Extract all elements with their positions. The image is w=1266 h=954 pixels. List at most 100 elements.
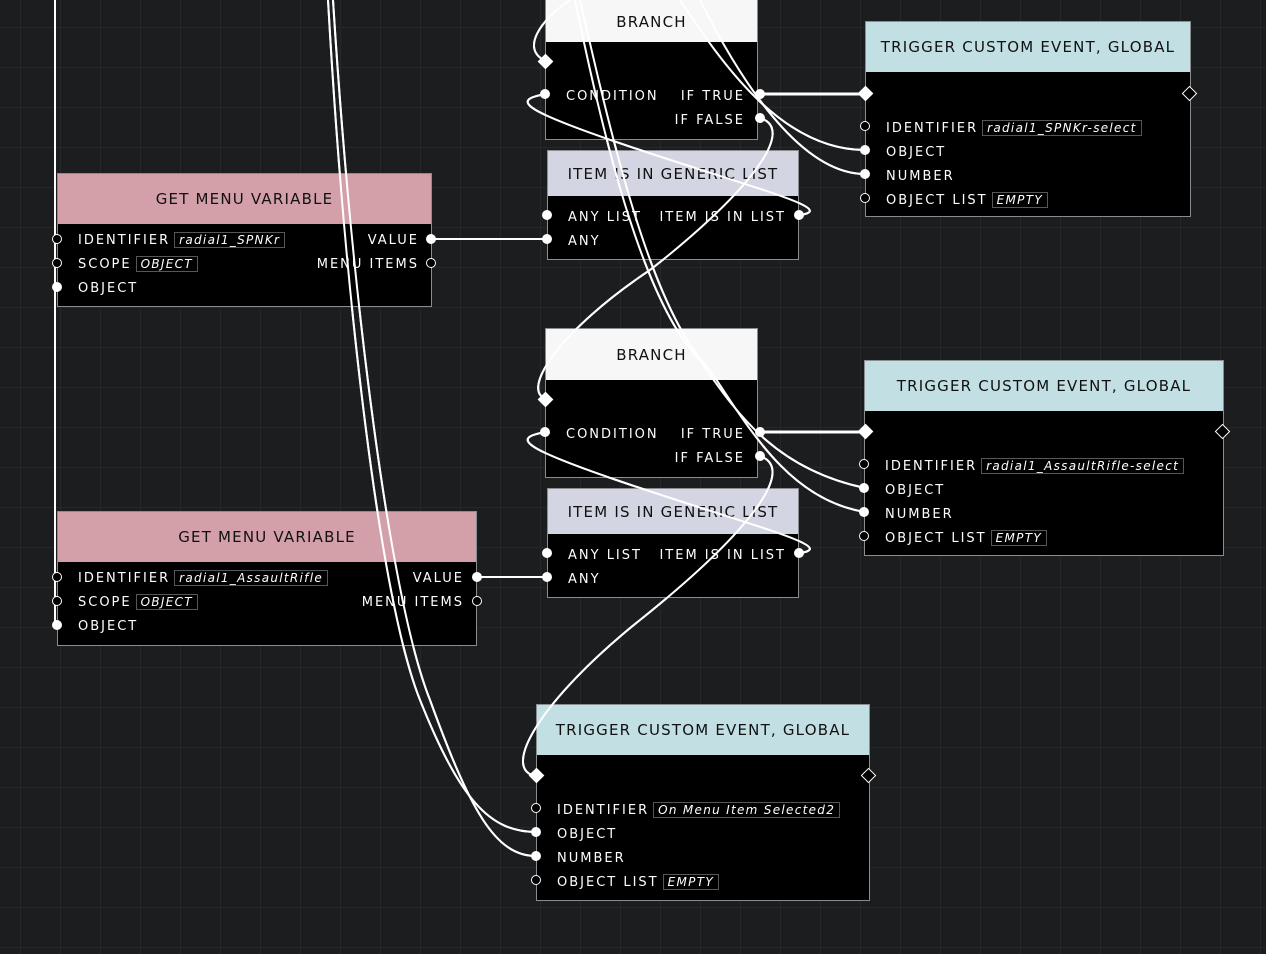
item-list-node-1-title: ITEM IS IN GENERIC LIST xyxy=(567,164,779,183)
getvar2-scope-value[interactable]: OBJECT xyxy=(135,594,198,610)
trigger-node-1-header[interactable]: TRIGGER CUSTOM EVENT, GLOBAL xyxy=(866,22,1190,72)
trigger1-identifier-pin[interactable] xyxy=(860,121,870,131)
trigger2-object-list-pin[interactable] xyxy=(859,531,869,541)
trigger3-object-list-row: OBJECT LIST EMPTY xyxy=(557,872,719,892)
trigger2-object-list-value[interactable]: EMPTY xyxy=(990,530,1047,546)
trigger-node-1[interactable]: TRIGGER CUSTOM EVENT, GLOBAL IDENTIFIER … xyxy=(865,21,1191,217)
trigger2-object-label: OBJECT xyxy=(885,482,946,498)
getvar2-identifier-row: IDENTIFIER radial1_AssaultRifle xyxy=(78,568,329,588)
branch1-if-true-label: IF TRUE xyxy=(680,88,745,104)
branch1-if-false-label: IF FALSE xyxy=(674,112,745,128)
trigger1-object-label: OBJECT xyxy=(886,144,947,160)
item-list1-any-pin[interactable] xyxy=(542,234,552,244)
getvar2-identifier-pin[interactable] xyxy=(52,572,62,582)
get-menu-variable-node-2-title: GET MENU VARIABLE xyxy=(178,528,356,546)
trigger2-number-pin[interactable] xyxy=(859,507,869,517)
branch-node-1[interactable]: BRANCH CONDITION IF TRUE IF FALSE xyxy=(545,0,758,140)
getvar1-identifier-row: IDENTIFIER radial1_SPNKr xyxy=(78,230,286,250)
trigger1-number-pin[interactable] xyxy=(860,169,870,179)
trigger-node-3[interactable]: TRIGGER CUSTOM EVENT, GLOBAL IDENTIFIER … xyxy=(536,704,870,901)
getvar1-identifier-pin[interactable] xyxy=(52,234,62,244)
getvar2-identifier-value[interactable]: radial1_AssaultRifle xyxy=(174,570,329,586)
item-list-node-1[interactable]: ITEM IS IN GENERIC LIST ANY LIST ITEM IS… xyxy=(547,150,799,260)
get-menu-variable-node-1-header[interactable]: GET MENU VARIABLE xyxy=(58,174,431,224)
branch2-if-false-pin[interactable] xyxy=(755,451,765,461)
trigger-node-3-title: TRIGGER CUSTOM EVENT, GLOBAL xyxy=(555,721,851,739)
trigger3-identifier-value[interactable]: On Menu Item Selected2 xyxy=(653,802,841,818)
getvar1-scope-pin[interactable] xyxy=(52,258,62,268)
item-list2-any-pin[interactable] xyxy=(542,572,552,582)
item-list1-any-list-pin[interactable] xyxy=(542,210,552,220)
getvar2-menu-items-pin[interactable] xyxy=(472,596,482,606)
trigger1-identifier-label: IDENTIFIER xyxy=(886,120,979,136)
getvar1-value-pin[interactable] xyxy=(426,234,436,244)
get-menu-variable-node-2[interactable]: GET MENU VARIABLE IDENTIFIER radial1_Ass… xyxy=(57,511,477,646)
trigger3-object-pin[interactable] xyxy=(531,827,541,837)
trigger2-number-label: NUMBER xyxy=(885,506,954,522)
getvar2-object-pin[interactable] xyxy=(52,620,62,630)
branch1-if-false-pin[interactable] xyxy=(755,113,765,123)
getvar1-value-label: VALUE xyxy=(367,232,419,248)
trigger3-object-label: OBJECT xyxy=(557,826,618,842)
getvar2-scope-label: SCOPE xyxy=(78,594,132,610)
getvar2-identifier-label: IDENTIFIER xyxy=(78,570,171,586)
item-list-node-2-header[interactable]: ITEM IS IN GENERIC LIST xyxy=(548,489,798,534)
getvar1-scope-value[interactable]: OBJECT xyxy=(135,256,198,272)
wire-number-trigger3 xyxy=(332,0,537,857)
get-menu-variable-node-2-header[interactable]: GET MENU VARIABLE xyxy=(58,512,476,562)
item-list2-result-pin[interactable] xyxy=(794,548,804,558)
trigger2-object-list-row: OBJECT LIST EMPTY xyxy=(885,528,1047,548)
getvar1-object-pin[interactable] xyxy=(52,282,62,292)
getvar2-scope-row: SCOPE OBJECT xyxy=(78,592,198,612)
trigger-node-2[interactable]: TRIGGER CUSTOM EVENT, GLOBAL IDENTIFIER … xyxy=(864,360,1224,556)
trigger1-number-label: NUMBER xyxy=(886,168,955,184)
branch-node-2-header[interactable]: BRANCH xyxy=(546,329,757,380)
branch1-condition-pin[interactable] xyxy=(540,89,550,99)
trigger-node-2-header[interactable]: TRIGGER CUSTOM EVENT, GLOBAL xyxy=(865,361,1223,411)
item-list1-result-label: ITEM IS IN LIST xyxy=(659,209,786,225)
branch1-if-true-pin[interactable] xyxy=(755,89,765,99)
trigger1-identifier-row: IDENTIFIER radial1_SPNKr-select xyxy=(886,118,1142,138)
trigger1-identifier-value[interactable]: radial1_SPNKr-select xyxy=(982,120,1142,136)
item-list2-result-label: ITEM IS IN LIST xyxy=(659,547,786,563)
getvar1-menu-items-pin[interactable] xyxy=(426,258,436,268)
trigger2-identifier-pin[interactable] xyxy=(859,459,869,469)
item-list1-result-pin[interactable] xyxy=(794,210,804,220)
item-list-node-2[interactable]: ITEM IS IN GENERIC LIST ANY LIST ITEM IS… xyxy=(547,488,799,598)
getvar1-identifier-value[interactable]: radial1_SPNKr xyxy=(174,232,286,248)
branch2-if-true-pin[interactable] xyxy=(755,427,765,437)
trigger-node-3-header[interactable]: TRIGGER CUSTOM EVENT, GLOBAL xyxy=(537,705,869,755)
wire-object-trigger3 xyxy=(327,0,537,833)
trigger1-object-pin[interactable] xyxy=(860,145,870,155)
get-menu-variable-node-1[interactable]: GET MENU VARIABLE IDENTIFIER radial1_SPN… xyxy=(57,173,432,307)
trigger3-object-list-label: OBJECT LIST xyxy=(557,874,659,890)
getvar2-value-label: VALUE xyxy=(412,570,464,586)
trigger3-identifier-label: IDENTIFIER xyxy=(557,802,650,818)
branch1-condition-label: CONDITION xyxy=(566,88,659,104)
trigger3-identifier-row: IDENTIFIER On Menu Item Selected2 xyxy=(557,800,841,820)
item-list-node-2-title: ITEM IS IN GENERIC LIST xyxy=(567,502,779,521)
getvar2-value-pin[interactable] xyxy=(472,572,482,582)
branch2-if-false-label: IF FALSE xyxy=(674,450,745,466)
trigger1-object-list-label: OBJECT LIST xyxy=(886,192,988,208)
trigger3-object-list-value[interactable]: EMPTY xyxy=(662,874,719,890)
trigger3-object-list-pin[interactable] xyxy=(531,875,541,885)
trigger2-object-pin[interactable] xyxy=(859,483,869,493)
getvar2-scope-pin[interactable] xyxy=(52,596,62,606)
trigger1-object-list-row: OBJECT LIST EMPTY xyxy=(886,190,1048,210)
branch-node-2[interactable]: BRANCH CONDITION IF TRUE IF FALSE xyxy=(545,328,758,478)
item-list-node-1-header[interactable]: ITEM IS IN GENERIC LIST xyxy=(548,151,798,196)
trigger1-object-list-pin[interactable] xyxy=(860,193,870,203)
get-menu-variable-node-1-title: GET MENU VARIABLE xyxy=(155,190,334,208)
trigger3-identifier-pin[interactable] xyxy=(531,803,541,813)
getvar1-scope-label: SCOPE xyxy=(78,256,132,272)
wire-overlay-long-1 xyxy=(327,0,537,833)
branch2-condition-pin[interactable] xyxy=(540,427,550,437)
trigger1-object-list-value[interactable]: EMPTY xyxy=(991,192,1048,208)
trigger3-number-label: NUMBER xyxy=(557,850,626,866)
item-list2-any-label: ANY xyxy=(568,571,601,587)
item-list2-any-list-pin[interactable] xyxy=(542,548,552,558)
trigger3-number-pin[interactable] xyxy=(531,851,541,861)
branch-node-1-header[interactable]: BRANCH xyxy=(546,0,757,42)
trigger2-identifier-value[interactable]: radial1_AssaultRifle-select xyxy=(981,458,1185,474)
